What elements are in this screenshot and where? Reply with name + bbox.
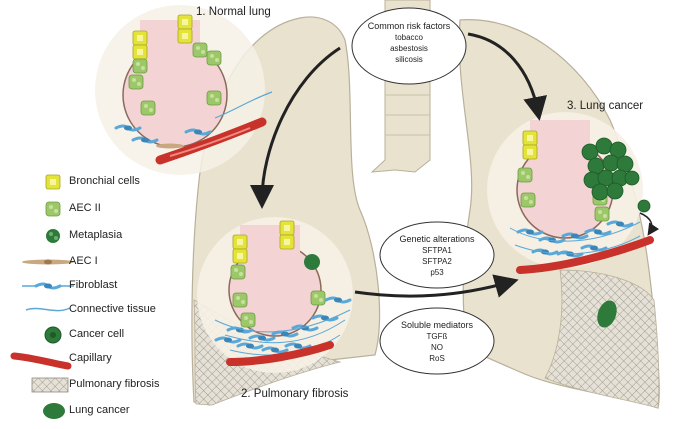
fibrosis-tissue: [214, 296, 352, 366]
legend-label-lung-cancer: Lung cancer: [69, 404, 130, 416]
risk-factor-item: silicosis: [395, 55, 423, 64]
genetic-alteration-item: p53: [430, 268, 444, 277]
cancer-cell-icon: [44, 326, 62, 344]
legend-label-connective-tissue: Connective tissue: [69, 303, 156, 315]
risk-factor-item: tobacco: [394, 33, 424, 42]
aec2-cell-icon: [45, 201, 61, 217]
legend-label-pulmonary-fibrosis: Pulmonary fibrosis: [69, 378, 160, 390]
aec1-cell-icon: [22, 259, 74, 265]
progression-arrows: [250, 32, 660, 298]
arrow-normal-to-fibrosis: [250, 46, 341, 209]
risk-factors-heading: Common risk factors: [367, 21, 451, 31]
soluble-mediators-oval: [379, 307, 495, 375]
left-fibrosis-area: [544, 269, 660, 409]
genetic-alteration-item: SFTPA1: [422, 246, 452, 255]
cancer-tissue: [509, 220, 654, 274]
fibrosis-pattern-icon: [31, 377, 69, 393]
genetic-alterations-text: Genetic alterations SFTPA1 SFTPA2 p53: [384, 234, 490, 278]
connective-tissue-icon: [25, 307, 71, 312]
metaplasia-icon: [46, 229, 60, 243]
legend-label-capillary: Capillary: [69, 352, 112, 364]
soluble-mediator-item: RoS: [429, 354, 445, 363]
stage-cancer-label: 3. Lung cancer: [567, 100, 644, 112]
risk-factors-oval: [351, 7, 467, 85]
legend-label-metaplasia: Metaplasia: [69, 229, 123, 241]
risk-factor-item: asbestosis: [390, 44, 428, 53]
arrow-fibrosis-to-cancer: [354, 274, 519, 298]
stage-normal-label: 1. Normal lung: [196, 6, 271, 18]
lung-cancer-icon: [43, 403, 65, 419]
legend-label-aec2: AEC II: [69, 202, 101, 214]
soluble-mediators-heading: Soluble mediators: [400, 320, 474, 330]
genetic-alterations-oval: [379, 221, 495, 289]
legend-icons: [10, 174, 74, 419]
genetic-alterations-heading: Genetic alterations: [399, 234, 475, 244]
legend-label-cancer-cell: Cancer cell: [69, 328, 125, 340]
legend-label-fibroblast: Fibroblast: [69, 279, 118, 291]
capillary-icon: [10, 352, 72, 370]
legend-label-aec1: AEC I: [69, 255, 98, 267]
normal-fibroblasts: [114, 91, 273, 144]
bronchial-cell-icon: [45, 174, 61, 190]
genetic-alteration-item: SFTPA2: [422, 257, 452, 266]
risk-factors-text: Common risk factors tobacco asbestosis s…: [356, 21, 462, 65]
fibrosis-alveolus: [228, 220, 326, 337]
soluble-mediator-item: NO: [431, 343, 443, 352]
arrow-tumor-growth: [639, 212, 660, 236]
legend-label-bronchial-cells: Bronchial cells: [69, 175, 140, 187]
normal-alveolus: [122, 14, 228, 149]
normal-capillary: [155, 117, 267, 165]
arrow-normal-to-cancer: [467, 32, 547, 121]
stage-fibrosis-label: 2. Pulmonary fibrosis: [241, 388, 349, 400]
lung-cancer-lesion: [597, 300, 617, 328]
soluble-mediators-text: Soluble mediators TGFß NO RoS: [384, 320, 490, 364]
tumor-mass: [581, 137, 651, 213]
soluble-mediator-item: TGFß: [426, 332, 448, 341]
fibroblast-icon: [22, 282, 74, 290]
